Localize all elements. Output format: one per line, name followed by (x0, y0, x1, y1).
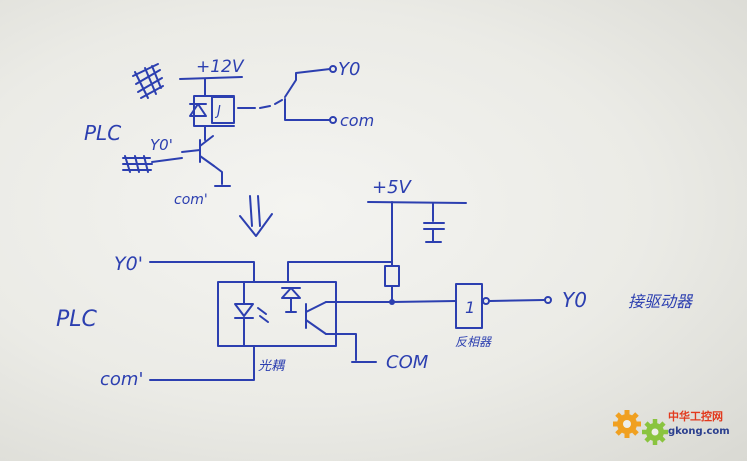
opto-led (234, 303, 254, 319)
decoupling-capacitor (423, 202, 445, 243)
relay-link (237, 99, 283, 109)
label-optocoupler: 光耦 (258, 359, 286, 374)
phototransistor-body (305, 301, 327, 335)
collector-to-5v (287, 261, 393, 283)
opto-light-rays (257, 307, 269, 323)
label-comp-top: com' (174, 192, 208, 208)
label-12v: +12V (196, 57, 245, 77)
y0p-wire (149, 261, 255, 283)
label-drive-port: 接驱动器 (628, 292, 694, 311)
pullup-resistor (384, 265, 400, 287)
opto-diode-wire (285, 297, 297, 313)
optocoupler-box (217, 281, 337, 347)
contact-arm-bottom (284, 98, 331, 121)
label-com-bottom: COM (386, 352, 429, 373)
label-relay-coil: J (214, 104, 221, 119)
relay-circuit (122, 63, 337, 187)
opto-diode (281, 287, 301, 299)
base-wire (181, 149, 201, 153)
label-y0p-bottom: Y0' (114, 253, 143, 275)
label-5v: +5V (372, 177, 413, 198)
input-wire-top (151, 157, 183, 163)
conversion-arrow (239, 195, 273, 237)
label-y0p-top: Y0' (150, 136, 173, 154)
output-terminal (544, 296, 552, 304)
orange-gear-icon (613, 410, 641, 438)
transistor-body (199, 135, 215, 167)
emitter-to-com (325, 333, 357, 361)
flyback-diode (189, 103, 207, 117)
comp-wire (149, 345, 255, 381)
scribble-mark-top (132, 63, 164, 99)
label-inverter-name: 反相器 (455, 335, 492, 349)
label-inverter: 1 (465, 298, 475, 317)
scribble-mark-input (122, 155, 153, 173)
optocoupler-circuit (149, 201, 552, 381)
diode-loop (193, 95, 235, 127)
contact-arm-top (284, 68, 331, 98)
gkong-logo: 中华工控网 gkong.com (613, 409, 730, 445)
relay-coil (211, 96, 235, 124)
watermark-en: gkong.com (668, 426, 730, 437)
5v-rail (367, 201, 467, 204)
label-comp-bottom: com' (100, 369, 143, 390)
label-y0-top: Y0 (338, 59, 360, 80)
watermark-cn: 中华工控网 (668, 409, 723, 423)
inverter-gate (455, 283, 483, 329)
inverter-output-wire (489, 299, 545, 302)
label-y0-out: Y0 (562, 288, 587, 312)
label-com-top: com (340, 111, 374, 130)
node-to-inverter (391, 300, 457, 303)
terminal-com (329, 116, 337, 124)
terminal-y0 (329, 65, 337, 73)
label-plc-bottom: PLC (56, 307, 98, 332)
emitter-wire (213, 165, 223, 185)
12v-rail (179, 76, 243, 80)
inverter-bubble (482, 297, 490, 305)
green-gear-icon (642, 419, 668, 445)
label-plc-top: PLC (84, 121, 121, 145)
